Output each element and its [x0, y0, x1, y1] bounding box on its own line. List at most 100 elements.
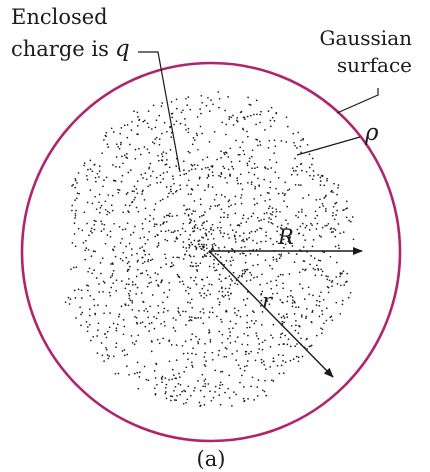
charge-dot [193, 139, 196, 141]
charge-dot [72, 183, 75, 186]
charge-dot [319, 198, 321, 201]
charge-dot [108, 326, 111, 329]
charge-dot [139, 371, 141, 374]
charge-dot [115, 289, 118, 292]
charge-dot [332, 231, 334, 233]
charge-dot [97, 304, 99, 306]
charge-dot [101, 257, 104, 260]
charge-dot [176, 237, 179, 240]
charge-dot [186, 184, 188, 187]
charge-dot [175, 377, 178, 380]
charge-dot [304, 226, 307, 229]
charge-dot [267, 207, 270, 210]
charge-dot [213, 266, 215, 269]
charge-dot [131, 308, 134, 311]
charge-dot [297, 232, 300, 235]
charge-dot [87, 248, 90, 251]
charge-dot [162, 311, 165, 313]
charge-dot [209, 293, 212, 296]
charge-dot [75, 317, 77, 319]
charge-dot [221, 341, 224, 344]
charge-dot [345, 207, 347, 210]
charge-dot [202, 222, 204, 225]
charge-dot [190, 168, 193, 171]
charge-dot [86, 326, 89, 328]
charge-dot [139, 247, 141, 250]
charge-dot [335, 201, 338, 204]
charge-dot [278, 253, 281, 256]
charge-dot [216, 315, 218, 318]
charge-dot [224, 294, 227, 297]
charge-dot [317, 259, 320, 262]
charge-dot [135, 293, 138, 295]
charge-dot [201, 236, 203, 239]
charge-dot [205, 234, 208, 237]
charge-dot [199, 292, 201, 294]
charge-dot [92, 335, 95, 338]
charge-dot [311, 245, 314, 248]
charge-dot [235, 393, 237, 396]
charge-dot [247, 334, 249, 337]
charge-dot [118, 166, 121, 168]
charge-dot [250, 274, 253, 276]
charge-dot [212, 237, 215, 240]
charge-dot [300, 151, 302, 154]
charge-dot [210, 399, 213, 402]
charge-dot [164, 324, 166, 327]
charge-dot [213, 242, 216, 245]
charge-dot [147, 126, 150, 129]
charge-dot [233, 234, 236, 237]
charge-dot [292, 170, 295, 172]
charge-dot [289, 345, 292, 348]
charge-dot [314, 217, 317, 220]
charge-dot [296, 173, 299, 176]
charge-dot [141, 190, 144, 193]
charge-dot [106, 330, 109, 333]
charge-dot [149, 162, 152, 165]
charge-dot [349, 291, 352, 294]
charge-dot [142, 177, 144, 179]
charge-dot [160, 280, 163, 282]
charge-dot [179, 174, 182, 177]
charge-dot [115, 327, 118, 330]
charge-dot [160, 281, 162, 284]
charge-dot [241, 141, 244, 144]
charge-dot [253, 276, 255, 279]
charge-dot [116, 323, 119, 326]
charge-dot [258, 343, 261, 345]
charge-dot [227, 387, 230, 390]
charge-dot [191, 213, 193, 215]
charge-dot [219, 371, 222, 373]
charge-dot [179, 233, 182, 236]
charge-dot [93, 298, 95, 301]
charge-dot [131, 301, 134, 304]
charge-dot [292, 132, 295, 135]
charge-dot [162, 172, 165, 174]
charge-dot [241, 188, 244, 191]
charge-dot [197, 264, 200, 267]
charge-dot [183, 204, 185, 207]
charge-dot [136, 361, 139, 364]
charge-dot [256, 254, 259, 256]
charge-dot [164, 377, 167, 379]
charge-dot [320, 268, 322, 271]
charge-dot [119, 257, 122, 260]
charge-dot [77, 172, 80, 174]
charge-dot [264, 339, 266, 342]
charge-dot [256, 395, 259, 397]
charge-dot [199, 108, 201, 110]
charge-dot [120, 141, 122, 144]
charge-dot [246, 314, 249, 317]
charge-dot [98, 170, 101, 172]
charge-dot [107, 146, 110, 148]
charge-dot [120, 127, 123, 129]
charge-dot [217, 263, 220, 266]
charge-dot [326, 177, 328, 180]
charge-dot [222, 235, 224, 238]
charge-dot [188, 238, 190, 241]
charge-dot [69, 298, 72, 300]
charge-dot [161, 132, 163, 135]
charge-dot [255, 332, 258, 335]
charge-dot [213, 131, 216, 133]
charge-dot [81, 229, 84, 232]
